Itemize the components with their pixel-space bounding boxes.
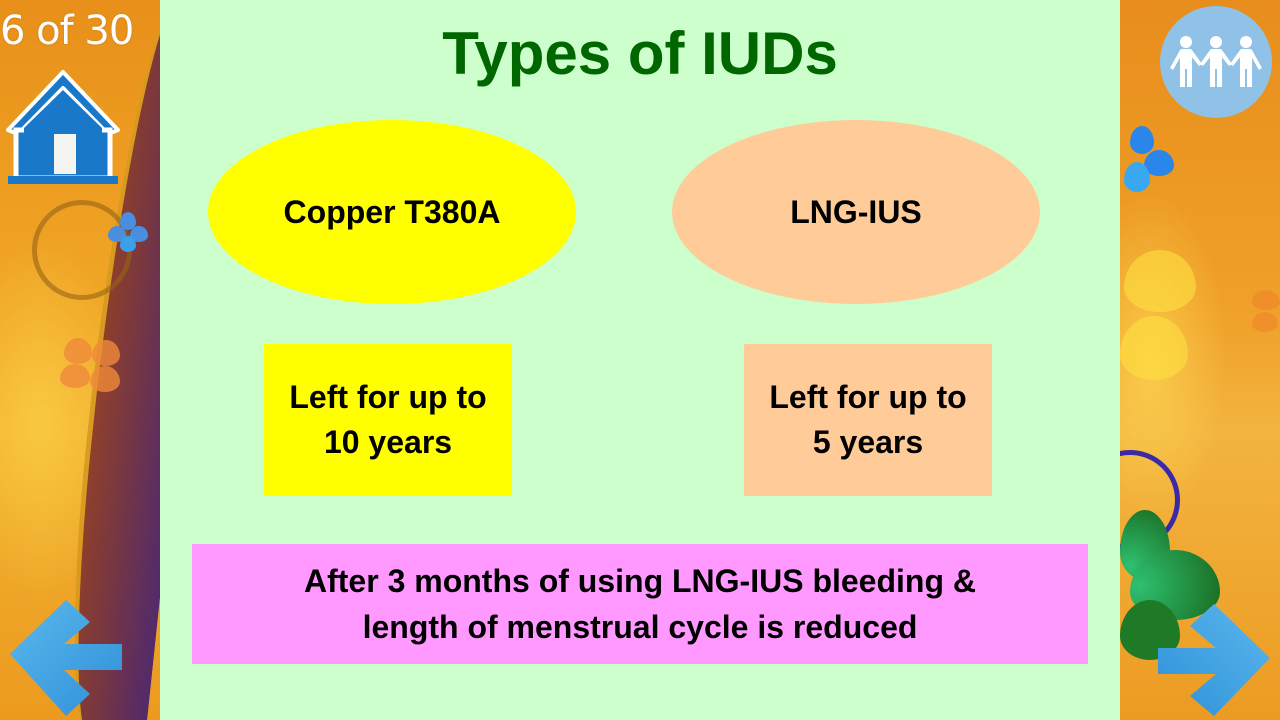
people-group-icon — [1170, 36, 1262, 87]
home-icon — [6, 70, 120, 184]
previous-slide-button[interactable] — [6, 596, 122, 716]
blue-flower-decoration — [108, 212, 148, 252]
lng-ius-ellipse: LNG-IUS — [672, 120, 1040, 304]
lng-ius-note-box: After 3 months of using LNG-IUS bleeding… — [192, 544, 1088, 664]
lng-duration-box: Left for up to 5 years — [744, 344, 992, 496]
next-slide-button[interactable] — [1158, 596, 1274, 716]
copper-duration-line2: 10 years — [323, 424, 453, 460]
arrow-right-icon — [1158, 604, 1270, 716]
orange-flower-decoration — [1252, 290, 1280, 334]
copper-duration-line1: Left for up to — [289, 379, 487, 415]
green-flower-decoration — [1120, 510, 1220, 660]
yellow-flower-decoration — [1120, 250, 1200, 385]
note-line1: After 3 months of using LNG-IUS bleeding… — [304, 563, 976, 599]
lng-ius-label: LNG-IUS — [790, 193, 922, 230]
copper-duration-box: Left for up to 10 years — [264, 344, 512, 496]
lng-duration-line1: Left for up to — [769, 379, 967, 415]
arrow-left-icon — [10, 600, 122, 716]
copper-t380a-ellipse: Copper T380A — [208, 120, 576, 304]
copper-t380a-label: Copper T380A — [283, 193, 501, 230]
slide-title: Types of IUDs — [442, 20, 838, 87]
page-counter: 6 of 30 — [0, 8, 134, 54]
right-decorative-frame — [1120, 0, 1280, 720]
blue-flower-decoration — [1120, 126, 1176, 196]
home-button[interactable] — [4, 68, 122, 188]
lng-duration-line2: 5 years — [812, 424, 924, 460]
note-line2: length of menstrual cycle is reduced — [362, 609, 918, 645]
slide-content: Types of IUDs Copper T380A LNG-IUS Left … — [160, 0, 1120, 720]
orange-flower-decoration — [58, 334, 128, 396]
people-group-button[interactable] — [1160, 6, 1272, 118]
